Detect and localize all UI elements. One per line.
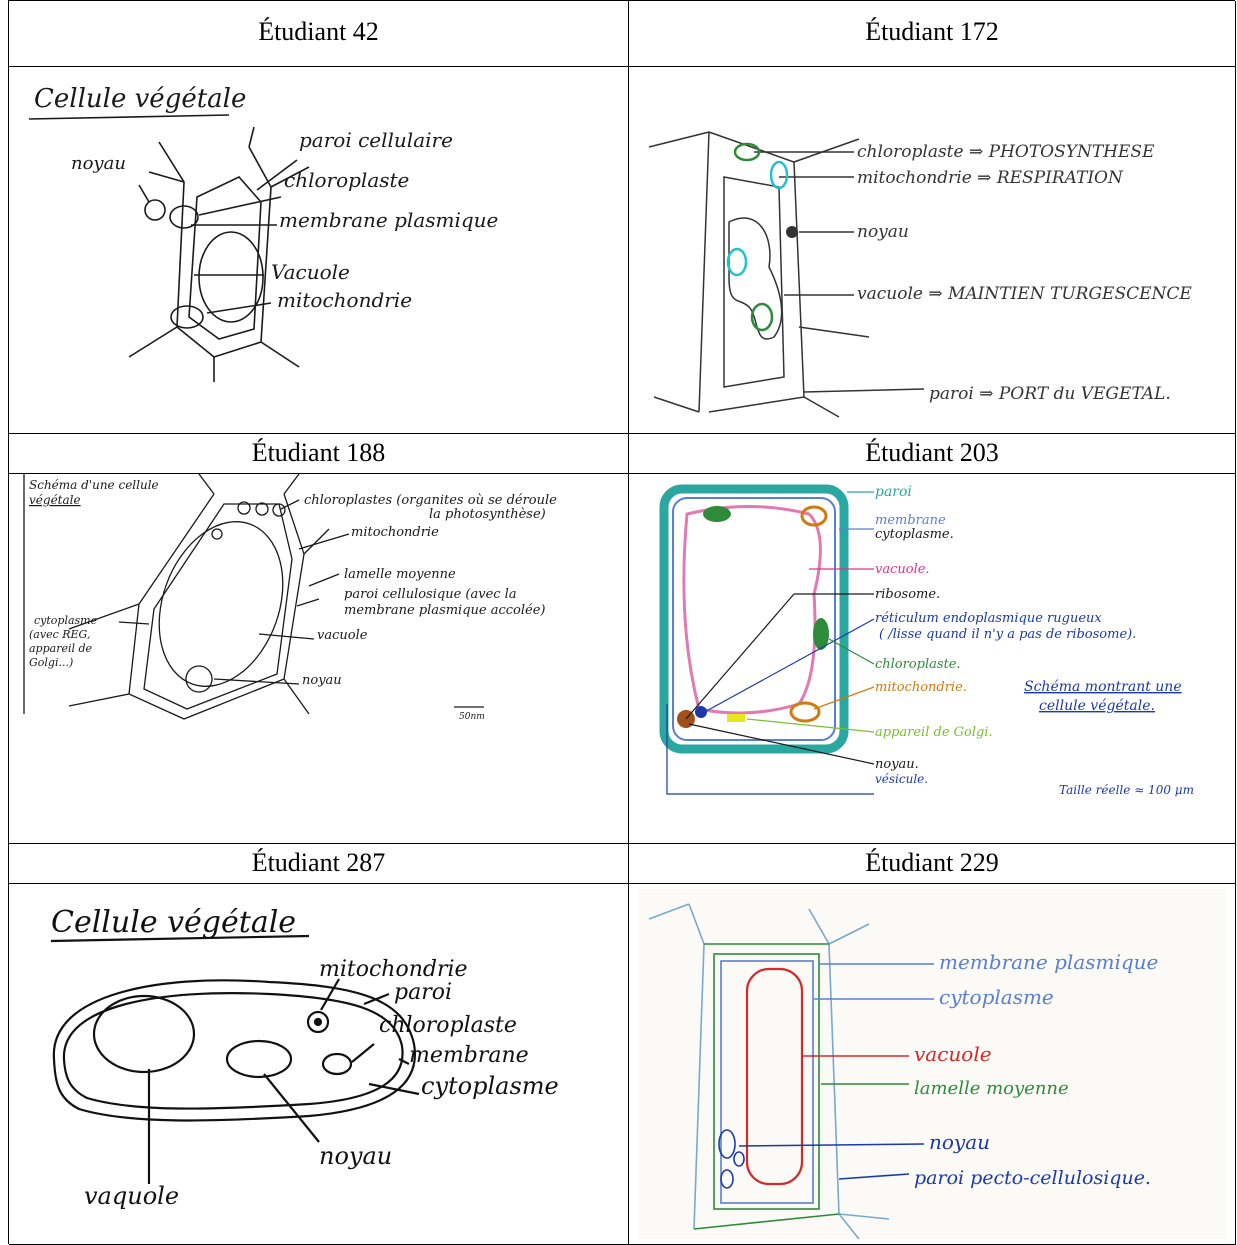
label-schema-1: Schéma montrant une — [1024, 679, 1182, 695]
title-line-2: végétale — [29, 493, 81, 507]
label-noyau: noyau — [71, 153, 126, 174]
label-cytoplasme: cytoplasme — [421, 1072, 559, 1100]
header-student-287: Étudiant 287 — [9, 844, 629, 884]
drawings-table: Étudiant 42 Étudiant 172 Cellule végétal — [8, 0, 1235, 1244]
drawing-student-203: paroi membrane cytoplasme. vacuole. ribo… — [629, 474, 1236, 844]
label-chloroplaste: chloroplaste — [379, 1013, 517, 1038]
label-mitochondrie: mitochondrie ⇒ RESPIRATION — [857, 168, 1124, 188]
label-vacuole: vacuole — [914, 1042, 992, 1066]
label-lamelle: lamelle moyenne — [344, 567, 456, 582]
label-membrane: membrane plasmique — [279, 208, 498, 232]
label-chloroplastes-2: la photosynthèse) — [429, 507, 546, 522]
label-membrane: membrane plasmique — [939, 950, 1158, 974]
label-paroi: paroi cellulaire — [299, 128, 453, 152]
label-chloroplaste: chloroplaste ⇒ PHOTOSYNTHESE — [857, 142, 1155, 162]
label-golgi: appareil de Golgi. — [875, 725, 993, 740]
label-vacuole: vacuole. — [875, 562, 930, 577]
title-cellule-vegetale: Cellule végétale — [51, 905, 296, 940]
label-vacuole: vacuole — [317, 628, 368, 643]
label-vacuole: vaquole — [84, 1182, 179, 1210]
header-student-203: Étudiant 203 — [629, 434, 1236, 474]
label-vacuole: Vacuole — [271, 260, 350, 284]
label-mitochondrie: mitochondrie — [351, 525, 439, 540]
label-schema-2: cellule végétale. — [1039, 698, 1155, 714]
drawing-student-188: Schéma d'une cellule végétale chloroplas… — [9, 474, 629, 844]
label-noyau: noyau. — [875, 757, 919, 772]
label-paroi: paroi pecto-cellulosique. — [914, 1167, 1151, 1189]
header-student-42: Étudiant 42 — [9, 1, 629, 67]
label-cytoplasme: cytoplasme — [939, 985, 1054, 1009]
label-taille: Taille réelle ≈ 100 μm — [1059, 783, 1194, 797]
label-paroi-2: membrane plasmique accolée) — [344, 603, 546, 618]
header-student-229: Étudiant 229 — [629, 844, 1236, 884]
header-student-172: Étudiant 172 — [629, 1, 1236, 67]
label-membrane: membrane — [875, 513, 946, 528]
label-chloroplastes: chloroplastes (organites où se déroule — [304, 493, 557, 508]
label-ribosome: ribosome. — [875, 587, 940, 602]
label-reticulum-2: ( /lisse quand il n'y a pas de ribosome)… — [879, 627, 1136, 642]
drawing-student-287: Cellule végétale mitochondrie paroi chlo… — [9, 884, 629, 1245]
label-chloroplaste: chloroplaste. — [875, 657, 961, 672]
label-noyau: noyau — [319, 1142, 392, 1170]
drawing-student-172: chloroplaste ⇒ PHOTOSYNTHESE mitochondri… — [629, 67, 1236, 434]
label-reticulum: réticulum endoplasmique rugueux — [875, 611, 1102, 626]
label-chloroplaste: chloroplaste — [284, 168, 409, 192]
label-paroi: paroi — [394, 980, 452, 1005]
label-noyau: noyau — [857, 222, 909, 242]
label-cytoplasme-4: Golgi...) — [29, 656, 73, 669]
drawing-student-42: Cellule végétale noyau paroi cellulaire … — [9, 67, 629, 434]
header-student-188: Étudiant 188 — [9, 434, 629, 474]
label-paroi: paroi ⇒ PORT du VEGETAL. — [929, 384, 1171, 404]
label-paroi: paroi — [875, 484, 912, 500]
label-vesicule: vésicule. — [875, 772, 928, 786]
label-mitochondrie: mitochondrie — [277, 288, 412, 312]
label-noyau: noyau — [929, 1130, 990, 1154]
title-line-1: Schéma d'une cellule — [29, 478, 159, 492]
label-cytoplasme: cytoplasme — [34, 614, 98, 627]
label-noyau: noyau — [302, 673, 342, 688]
label-vacuole: vacuole ⇒ MAINTIEN TURGESCENCE — [857, 284, 1192, 304]
label-cytoplasme-2: (avec REG, — [29, 628, 90, 641]
label-cytoplasme-3: appareil de — [29, 642, 93, 655]
label-mitochondrie: mitochondrie — [319, 957, 468, 982]
label-scale: 50nm — [459, 712, 485, 722]
title-cellule-vegetale: Cellule végétale — [34, 84, 246, 114]
label-cytoplasme: cytoplasme. — [875, 527, 954, 542]
label-membrane: membrane — [409, 1043, 529, 1068]
label-paroi: paroi cellulosique (avec la — [344, 587, 517, 602]
drawing-student-229: membrane plasmique cytoplasme vacuole la… — [629, 884, 1236, 1245]
label-lamelle: lamelle moyenne — [914, 1078, 1069, 1099]
label-mitochondrie: mitochondrie. — [875, 680, 967, 695]
